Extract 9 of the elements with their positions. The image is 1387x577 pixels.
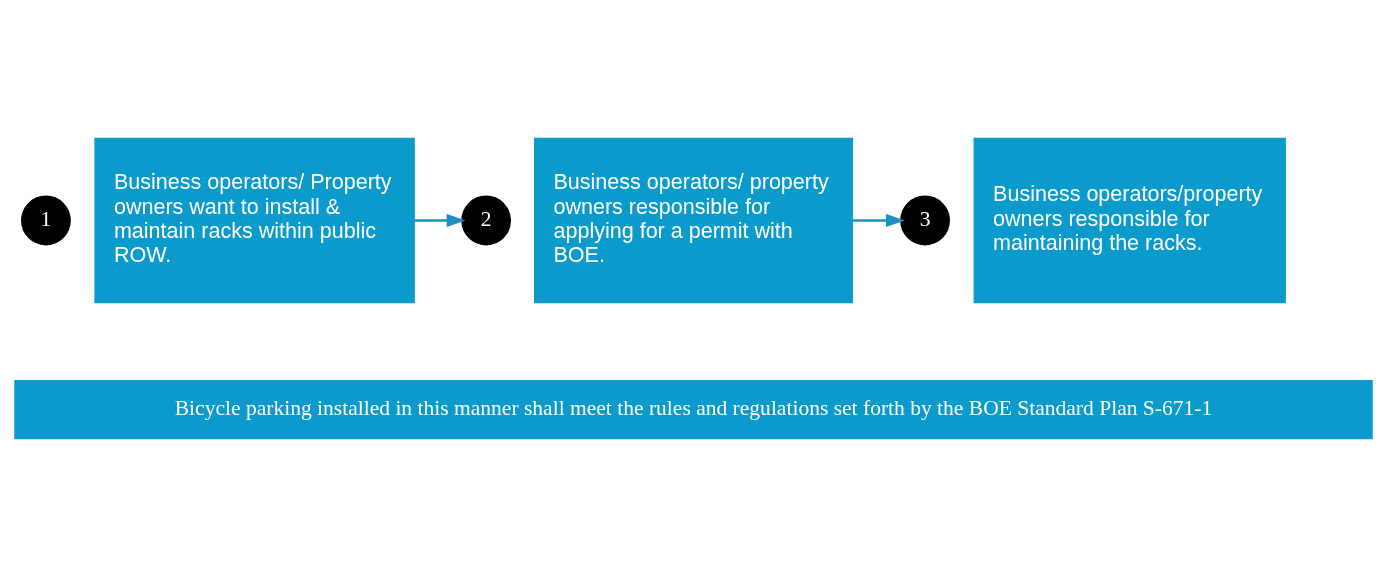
arrow: [414, 213, 466, 228]
node-box: Business operators/ property owners responsible for applying for a permit with BOE.: [533, 137, 854, 304]
node-box: Bicycle parking installed in this manner shall meet the rules and regulations set forth by the BOE Standard Plan S-671-1: [14, 380, 1373, 440]
node-box: Business operators/property owners responsible for maintaining the racks.: [973, 137, 1286, 304]
node-circle: 3: [900, 195, 950, 246]
node-box: Business operators/ Property owners want to install & maintain racks within public ROW.: [94, 137, 415, 304]
node-circle: 2: [461, 195, 512, 246]
arrow: [852, 213, 905, 228]
node-circle: 1: [21, 195, 71, 246]
